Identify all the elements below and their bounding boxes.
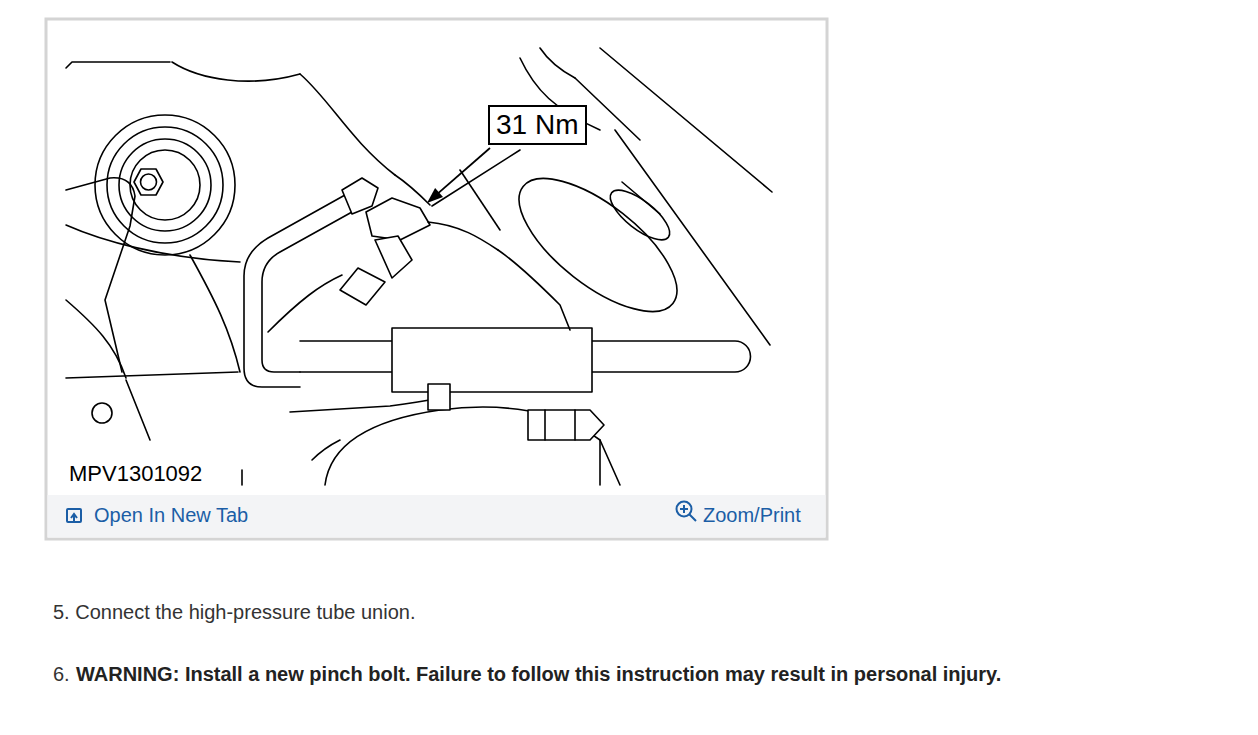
component-illustration (66, 62, 170, 68)
component-illustration (66, 48, 772, 485)
leader-arrowhead (427, 188, 443, 203)
figure-frame (48, 495, 826, 538)
component-illustration (268, 275, 342, 332)
component-illustration (432, 150, 520, 206)
component-illustration (312, 440, 340, 460)
component-illustration (366, 198, 430, 240)
open-tab-icon (67, 509, 81, 522)
component-illustration (141, 174, 157, 190)
component-illustration (395, 175, 430, 205)
zoom-icon (677, 502, 697, 522)
component-illustration (262, 212, 352, 372)
component-illustration (241, 470, 243, 485)
component-illustration (107, 127, 223, 243)
component-illustration (622, 182, 660, 214)
warning-text: WARNING: Install a new pinch bolt. Failu… (76, 662, 1001, 686)
torque-value: 31 Nm (496, 108, 579, 142)
zoom-icon (680, 505, 696, 521)
component-illustration (428, 222, 498, 250)
component-illustration (92, 403, 112, 423)
component-illustration (499, 155, 698, 335)
leader-arrow (427, 148, 490, 203)
step-number: 6. (53, 662, 70, 686)
component-illustration (300, 74, 395, 175)
component-illustration (130, 150, 200, 220)
component-illustration (428, 384, 450, 410)
component-illustration (66, 372, 238, 378)
component-illustration (375, 236, 412, 278)
component-illustration (599, 440, 601, 485)
component-illustration (603, 182, 677, 248)
component-illustration (172, 62, 300, 81)
step-text: 5. Connect the high-pressure tube union. (53, 600, 415, 624)
zoom-link: Zoom/Print (703, 503, 801, 527)
open-tab-icon (71, 514, 77, 521)
component-illustration (528, 410, 604, 440)
component-illustration (66, 178, 135, 372)
component-illustration (340, 268, 385, 305)
component-illustration (300, 341, 392, 372)
component-illustration (66, 225, 240, 262)
torque-callout-box: 31 Nm (488, 105, 587, 145)
component-illustration (119, 139, 211, 231)
component-illustration (460, 170, 500, 230)
leader-arrow (435, 148, 490, 196)
figure-frame (46, 19, 827, 539)
component-illustration (325, 407, 620, 485)
figure-frame (46, 19, 827, 539)
component-illustration (592, 341, 751, 372)
component-illustration (66, 300, 126, 378)
component-illustration (290, 398, 440, 412)
component-illustration (126, 380, 150, 440)
component-illustration (540, 48, 575, 78)
component-illustration (392, 328, 592, 392)
component-illustration (134, 169, 163, 195)
component-illustration (95, 115, 235, 255)
open-tab-icon (67, 509, 81, 522)
figure-code: MPV1301092 (67, 461, 204, 487)
component-illustration (600, 48, 772, 192)
component-illustration (545, 410, 575, 440)
open-link: Open In New Tab (94, 503, 248, 527)
component-illustration (190, 255, 240, 372)
